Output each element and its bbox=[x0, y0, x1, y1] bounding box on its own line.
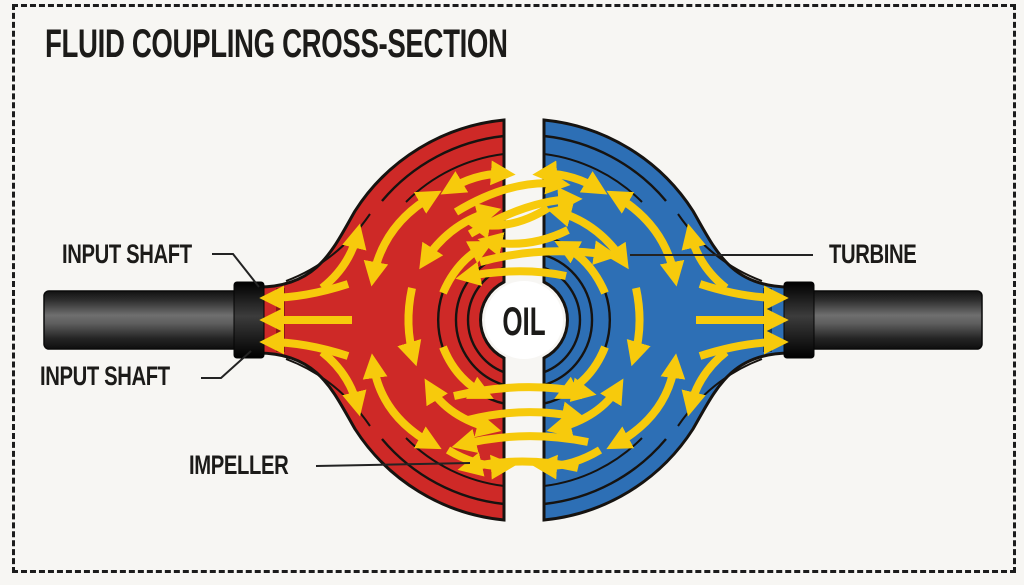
flow-arrow bbox=[453, 377, 597, 403]
impeller-leader bbox=[315, 462, 471, 467]
flow-arrow bbox=[362, 353, 442, 450]
input-shaft bbox=[43, 290, 243, 350]
flow-arrow bbox=[465, 204, 551, 240]
flow-arrow bbox=[419, 202, 502, 270]
label-input-shaft-top: INPUT SHAFT bbox=[62, 239, 192, 269]
page-title: FLUID COUPLING CROSS-SECTION bbox=[45, 22, 508, 66]
flow-arrow bbox=[546, 378, 624, 438]
flow-arrows bbox=[259, 160, 789, 480]
flow-arrow bbox=[259, 329, 350, 360]
flow-arrow bbox=[467, 401, 587, 427]
flow-arrow bbox=[319, 348, 367, 417]
flow-arrow bbox=[440, 160, 516, 195]
flow-arrow bbox=[698, 280, 789, 311]
label-input-shaft-bottom: INPUT SHAFT bbox=[40, 361, 170, 391]
flow-arrow bbox=[606, 190, 685, 287]
flow-arrow bbox=[453, 169, 571, 216]
input-shaft-top-leader bbox=[212, 253, 260, 288]
flow-arrow bbox=[457, 452, 579, 477]
label-oil: OIL bbox=[502, 300, 546, 344]
leader-lines bbox=[201, 253, 813, 467]
output-shaft-collar bbox=[783, 281, 815, 359]
label-turbine: TURBINE bbox=[829, 239, 917, 269]
flow-arrow bbox=[397, 287, 422, 367]
flow-arrow bbox=[424, 378, 502, 438]
flow-arrow bbox=[681, 223, 729, 292]
oil-chamber bbox=[485, 281, 563, 359]
flow-arrow bbox=[698, 329, 789, 360]
flow-arrow bbox=[319, 223, 367, 292]
input-shaft-collar bbox=[233, 281, 265, 359]
output-shaft bbox=[805, 290, 983, 350]
flow-arrow bbox=[546, 202, 629, 270]
flow-arrow bbox=[626, 287, 651, 367]
flow-arrow bbox=[259, 280, 350, 311]
label-impeller: IMPELLER bbox=[189, 450, 289, 480]
flow-arrow bbox=[681, 348, 729, 417]
flow-arrow bbox=[477, 226, 570, 257]
flow-arrow bbox=[606, 353, 686, 450]
flow-arrow bbox=[455, 261, 567, 287]
flow-arrow bbox=[363, 190, 442, 287]
flow-arrow bbox=[451, 429, 589, 454]
flow-arrow bbox=[478, 240, 619, 266]
input-shaft-bottom-leader bbox=[201, 350, 252, 379]
